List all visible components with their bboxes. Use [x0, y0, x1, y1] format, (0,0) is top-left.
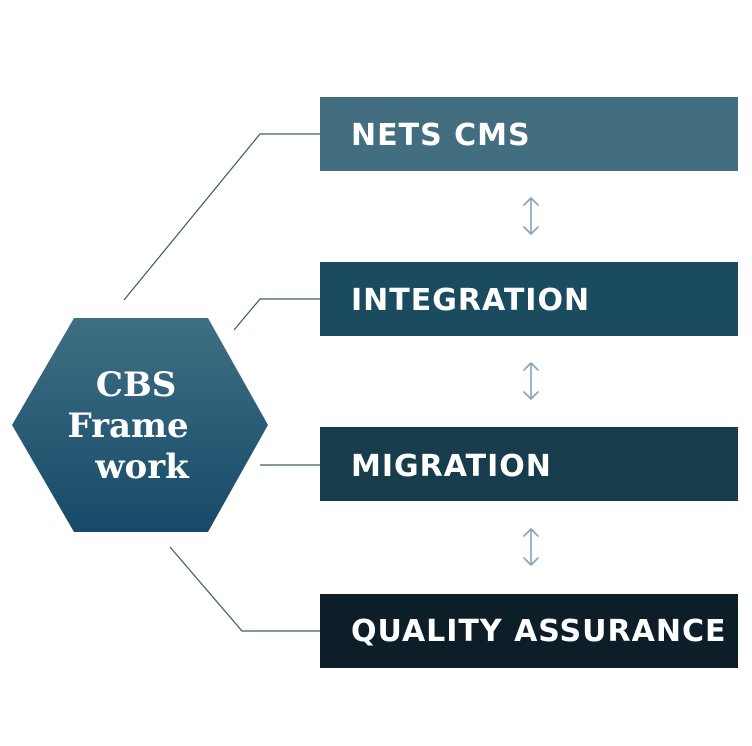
connector-line-4	[169, 546, 320, 632]
box-migration-label: MIGRATION	[351, 449, 552, 484]
box-nets-cms: NETS CMS	[320, 97, 738, 171]
hub-title-line-3: work	[94, 447, 190, 487]
double-arrow-icon-2	[523, 362, 539, 400]
hub-title-line-1: CBS	[96, 365, 176, 405]
box-integration: INTEGRATION	[320, 262, 738, 336]
box-migration-bg	[320, 427, 738, 501]
box-integration-label: INTEGRATION	[351, 283, 590, 318]
hexagon-shape	[12, 318, 268, 532]
box-nets-cms-label: NETS CMS	[351, 118, 531, 153]
box-quality-assurance: QUALITY ASSURANCE	[320, 594, 738, 668]
box-quality-assurance-label: QUALITY ASSURANCE	[351, 614, 726, 649]
box-quality-assurance-bg	[320, 594, 738, 668]
hub-hexagon: CBS Frame work	[12, 318, 268, 532]
connectors	[123, 133, 320, 632]
box-migration: MIGRATION	[320, 427, 738, 501]
double-arrow-icon-3	[523, 528, 539, 566]
connector-line-2	[233, 298, 320, 331]
hub-title-line-2: Frame	[68, 406, 189, 446]
connector-line-1	[123, 133, 320, 301]
hub-title: CBS Frame work	[68, 365, 201, 487]
double-arrow-icon-1	[523, 197, 539, 235]
box-integration-bg	[320, 262, 738, 336]
box-nets-cms-bg	[320, 97, 738, 171]
